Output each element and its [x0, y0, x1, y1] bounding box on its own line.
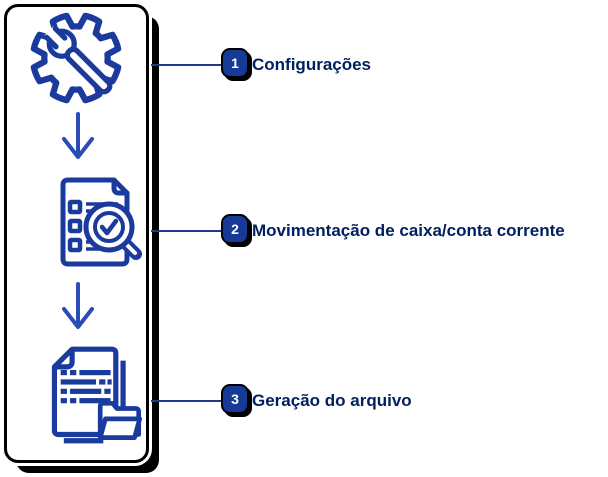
checklist-magnifier-icon	[46, 172, 146, 272]
down-arrow-icon	[59, 112, 97, 162]
step-number: 1	[231, 55, 239, 71]
step-label-3: Geração do arquivo	[252, 391, 412, 410]
step-number: 2	[231, 221, 239, 237]
gear-wrench-icon	[28, 10, 124, 106]
connector-line-step1	[151, 64, 223, 66]
step-badge-3: 3	[221, 384, 249, 414]
step-label-2: Movimentação de caixa/conta corrente	[252, 221, 565, 240]
step-badge-1: 1	[221, 48, 249, 78]
document-folder-icon	[43, 341, 147, 451]
connector-line-step3	[151, 400, 223, 402]
step-badge-2: 2	[221, 214, 249, 244]
step-number: 3	[231, 391, 239, 407]
down-arrow-icon	[59, 282, 97, 332]
connector-line-step2	[151, 230, 223, 232]
step-label-1: Configurações	[252, 55, 372, 74]
